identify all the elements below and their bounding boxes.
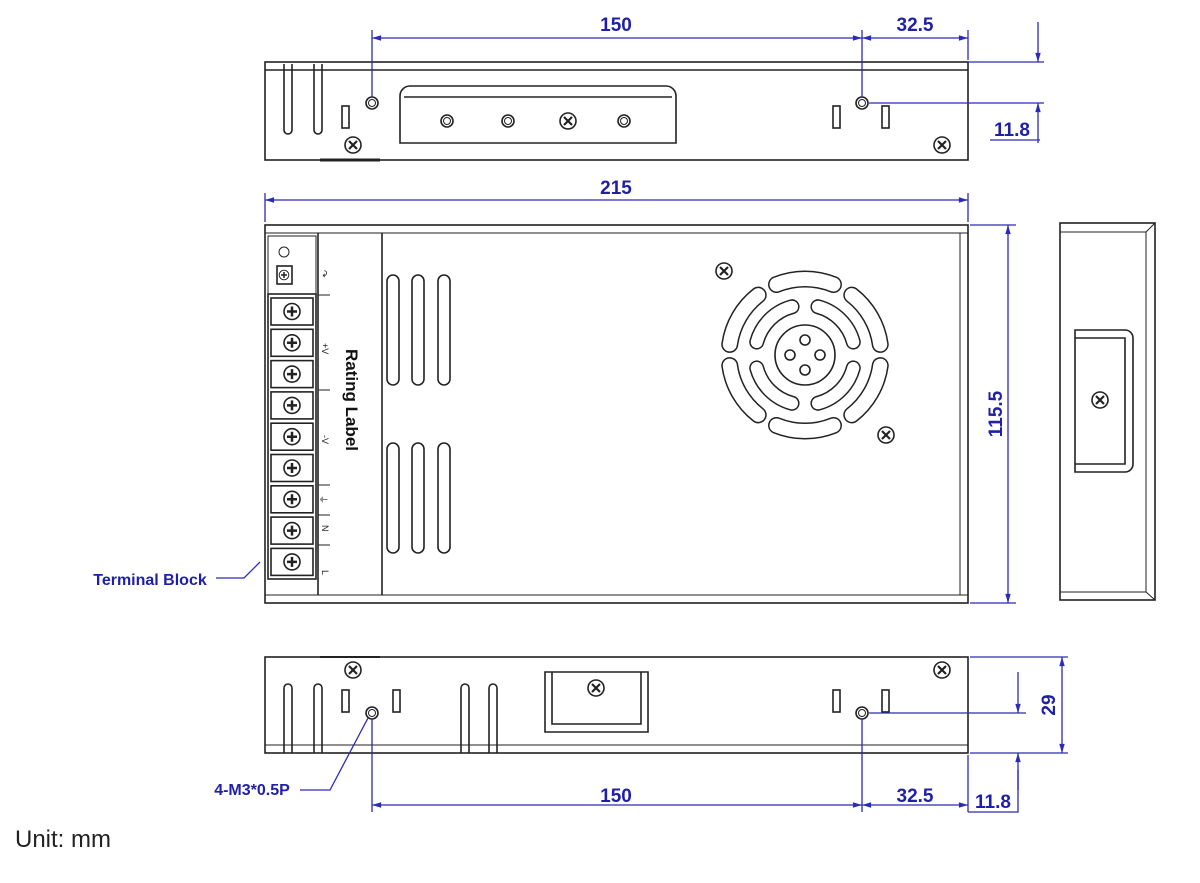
terminal-screw	[270, 422, 314, 452]
dim-height-29: 29	[1039, 694, 1060, 715]
terminal-screw	[270, 391, 314, 420]
terminal-mark-l: L	[320, 570, 330, 575]
fan-slot	[749, 299, 800, 350]
svg-text:⏚: ⏚	[318, 495, 328, 504]
fan-hub	[774, 324, 836, 386]
fan-slot	[768, 416, 842, 440]
terminal-screw	[270, 547, 314, 577]
screw-spec-label: 4-M3*0.5P	[214, 782, 290, 799]
fan-slot	[810, 360, 861, 411]
terminal-block	[270, 297, 314, 577]
fan-slot	[843, 357, 889, 424]
dim-top-11-8: 11.8	[994, 120, 1030, 141]
dim-top-32-5: 32.5	[897, 15, 934, 36]
terminal-screw	[270, 359, 314, 389]
rating-label: Rating Label	[342, 349, 361, 451]
terminal-screw	[270, 328, 314, 358]
terminal-mark-plus-v: +V	[320, 343, 330, 354]
fan-grille	[721, 270, 889, 440]
dim-bottom-32-5: 32.5	[897, 786, 934, 807]
front-view: ↷ +V -V ⏚ N L Rating Label 215 115.5 Ter…	[93, 178, 1016, 604]
fan-slot	[810, 299, 861, 350]
terminal-screw	[270, 516, 314, 545]
terminal-mark-n: N	[320, 525, 330, 532]
terminal-screw	[270, 484, 314, 514]
terminal-screw	[270, 297, 314, 326]
side-view	[1059, 222, 1156, 601]
dim-length-215: 215	[600, 178, 632, 199]
fan-slot	[749, 360, 800, 411]
fan-slot	[768, 270, 842, 294]
dim-bottom-150: 150	[600, 786, 632, 807]
svg-text:↷: ↷	[319, 270, 329, 278]
dim-bottom-11-8: 11.8	[975, 792, 1011, 813]
dim-top-150: 150	[600, 15, 632, 36]
fan-slot	[721, 286, 767, 353]
vent-slots	[386, 274, 451, 554]
fan-slot	[721, 357, 767, 424]
terminal-mark-minus-v: -V	[320, 435, 330, 444]
top-view: 150 32.5 11.8	[264, 15, 1044, 162]
fan-slot	[843, 286, 889, 353]
unit-label: Unit: mm	[15, 826, 111, 853]
terminal-block-label: Terminal Block	[93, 572, 207, 589]
bottom-view: 150 32.5 11.8 29 4-M3*0.5P	[214, 656, 1068, 813]
terminal-screw	[270, 453, 314, 483]
dim-width-115-5: 115.5	[986, 390, 1007, 437]
